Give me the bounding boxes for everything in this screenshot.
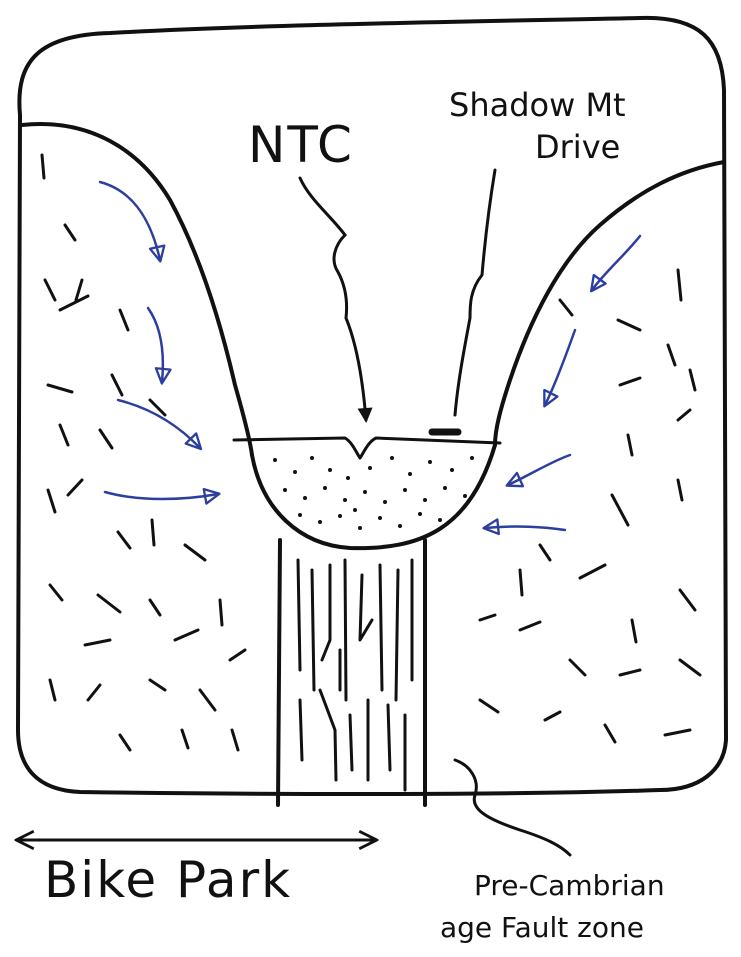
shadow-mt-drive-label-line2: Drive — [535, 128, 620, 166]
fault-zone-column — [278, 540, 425, 805]
valley-surface — [234, 438, 500, 458]
rock-hatching-right — [480, 270, 700, 742]
rock-hatching-left — [42, 155, 245, 750]
fault-zone-label-line1: Pre-Cambrian — [474, 869, 665, 902]
fault-zone-pointer — [455, 760, 570, 855]
alluvium-dots — [273, 456, 474, 530]
alluvium-basin — [252, 445, 495, 548]
shadow-mt-drive-label-line1: Shadow Mt — [449, 86, 626, 124]
ntc-pointer-arrow — [300, 178, 366, 420]
shadow-mt-drive-pointer — [455, 170, 495, 415]
bike-park-label: Bike Park — [44, 851, 292, 909]
fault-zone-label-line2: age Fault zone — [440, 911, 644, 944]
right-valley-wall — [495, 162, 724, 445]
groundwater-flow-arrows-left — [100, 182, 218, 499]
ntc-label: NTC — [248, 116, 354, 174]
